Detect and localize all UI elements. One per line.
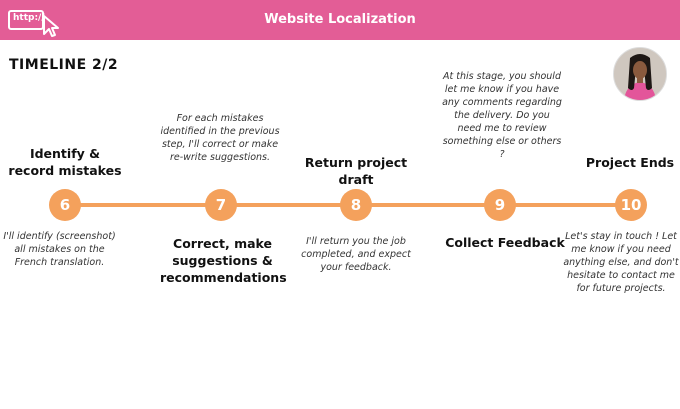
step-8-description: I'll return you the job completed, and e… xyxy=(301,236,411,273)
step-7-node: 7 xyxy=(205,189,237,221)
header-bar: http:// Website Localization xyxy=(0,0,680,40)
step-9-title: Collect Feedback xyxy=(445,235,565,250)
avatar xyxy=(613,47,667,101)
step-9-description: At this stage, you should let me know if… xyxy=(442,71,562,160)
step-10-node: 10 xyxy=(615,189,647,221)
step-6-title: Identify & record mistakes xyxy=(8,146,122,178)
step-10-title: Project Ends xyxy=(585,155,675,170)
page-title: TIMELINE 2/2 xyxy=(9,57,119,73)
header-title: Website Localization xyxy=(264,12,416,27)
step-9-node: 9 xyxy=(484,189,516,221)
step-7-description: For each mistakes identified in the prev… xyxy=(160,113,280,163)
step-8-title: Return project draft xyxy=(304,155,408,187)
cursor-icon xyxy=(43,15,59,37)
step-7-title: Correct, make suggestions & recommendati… xyxy=(160,236,287,285)
step-6-node: 6 xyxy=(49,189,81,221)
profile-photo-icon xyxy=(614,48,666,100)
step-6-description: I'll identify (screenshot) all mistakes … xyxy=(3,231,116,268)
step-10-description: Let's stay in touch ! Let me know if you… xyxy=(563,231,679,294)
logo-text: http:// xyxy=(13,13,45,23)
step-8-node: 8 xyxy=(340,189,372,221)
